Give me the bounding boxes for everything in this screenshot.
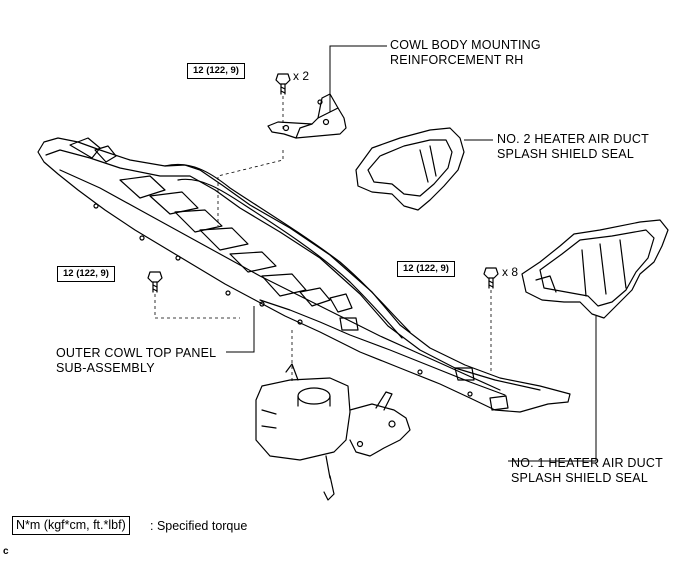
quantity-reinforcement: x 2: [293, 69, 310, 83]
label-outer-cowl: OUTER COWL TOP PANEL SUB-ASSEMBLY: [56, 346, 216, 376]
no2-seal-part: [355, 127, 465, 211]
no1-seal-part: [521, 219, 669, 319]
torque-box-cowl-right: 12 (122, 9): [397, 261, 455, 277]
label-cowl-reinforcement-line2: REINFORCEMENT RH: [390, 53, 524, 67]
label-no1-seal: NO. 1 HEATER AIR DUCT SPLASH SHIELD SEAL: [511, 456, 663, 486]
dashed-guide-lines: [154, 96, 492, 384]
cowl-reinforcement-bracket: [267, 93, 347, 139]
label-cowl-reinforcement-line1: COWL BODY MOUNTING: [390, 38, 541, 52]
label-cowl-reinforcement: COWL BODY MOUNTING REINFORCEMENT RH: [390, 38, 541, 68]
torque-box-reinforcement: 12 (122, 9): [187, 63, 245, 79]
label-no2-seal: NO. 2 HEATER AIR DUCT SPLASH SHIELD SEAL: [497, 132, 649, 162]
label-no2-seal-line2: SPLASH SHIELD SEAL: [497, 147, 634, 161]
legend-text: : Specified torque: [150, 519, 248, 533]
bolt-cowl-left: [147, 271, 163, 293]
bolt-reinforcement: [275, 73, 291, 95]
reservoir-assembly: [255, 363, 411, 501]
bolt-cowl-right: [483, 267, 499, 289]
outer-cowl-top-panel: [37, 137, 571, 413]
figure-code: c: [3, 546, 9, 557]
label-outer-cowl-line1: OUTER COWL TOP PANEL: [56, 346, 217, 360]
label-no2-seal-line1: NO. 2 HEATER AIR DUCT: [497, 132, 649, 146]
leader-lines: [226, 45, 597, 462]
torque-box-cowl-left: 12 (122, 9): [57, 266, 115, 282]
label-no1-seal-line1: NO. 1 HEATER AIR DUCT: [511, 456, 663, 470]
quantity-cowl: x 8: [502, 265, 519, 279]
label-no1-seal-line2: SPLASH SHIELD SEAL: [511, 471, 648, 485]
legend-unit-box: N*m (kgf*cm, ft.*lbf): [12, 516, 130, 535]
label-outer-cowl-line2: SUB-ASSEMBLY: [56, 361, 155, 375]
